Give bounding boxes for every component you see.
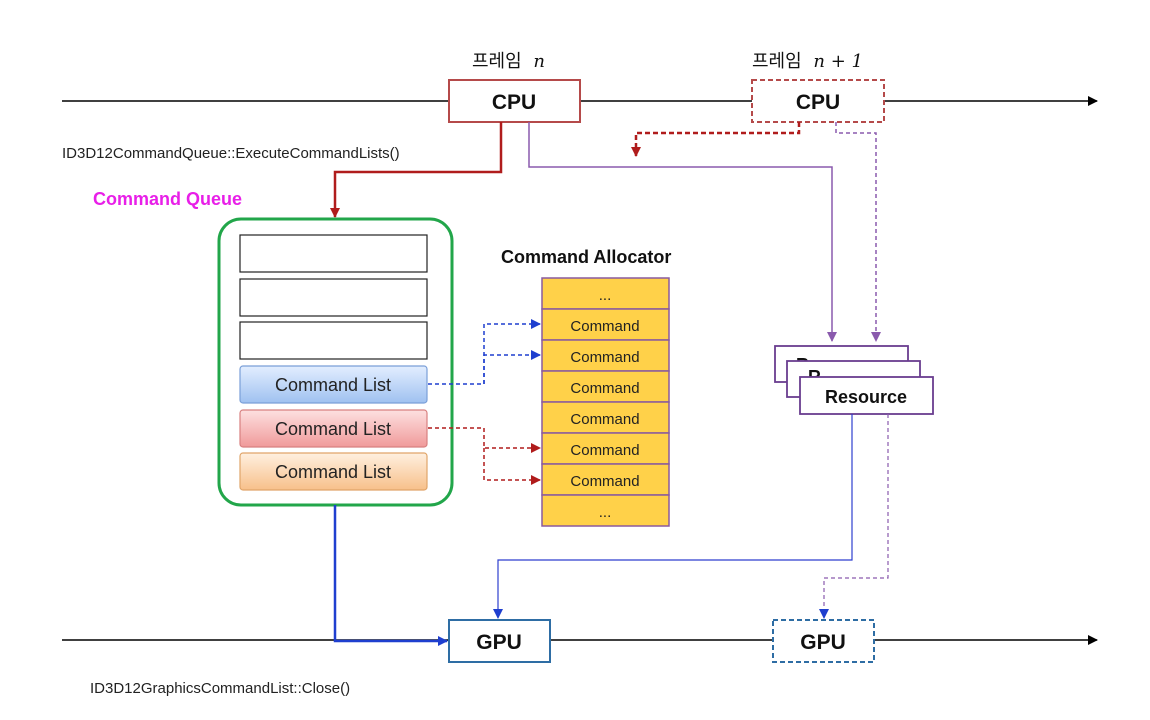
resource-to-gpu-arrow <box>493 414 853 619</box>
gpu-box-frame-n1: GPU <box>772 619 875 663</box>
svg-text:Command List: Command List <box>275 462 391 482</box>
cpu-box-frame-n: CPU <box>448 79 581 123</box>
svg-text:Resource: Resource <box>825 387 907 407</box>
allocator-cell-0: ... <box>541 277 670 310</box>
red-list-to-allocator-2 <box>483 448 541 485</box>
resource-to-gpu-n1-arrow <box>819 414 889 619</box>
svg-text:Command: Command <box>570 380 639 397</box>
svg-text:...: ... <box>599 504 612 521</box>
queue-slot-empty-2 <box>239 278 428 317</box>
allocator-cell-1: Command <box>541 308 670 341</box>
command-list-orange: Command List <box>239 452 428 491</box>
svg-text:GPU: GPU <box>800 631 846 654</box>
svg-text:Command: Command <box>570 473 639 490</box>
cpu-to-resource-arrow <box>528 122 837 342</box>
allocator-cell-6: Command <box>541 463 670 496</box>
allocator-cell-5: Command <box>541 432 670 465</box>
next-frame-execute-arrow <box>631 122 801 157</box>
allocator-cell-4: Command <box>541 401 670 434</box>
svg-text:CPU: CPU <box>492 91 536 114</box>
allocator-cell-7: ... <box>541 494 670 527</box>
red-list-to-allocator-1 <box>428 427 541 453</box>
frame-n1-label: 프레임 n + 1 <box>752 51 863 72</box>
blue-list-to-allocator-1 <box>428 319 541 385</box>
queue-to-gpu-arrow <box>333 505 448 646</box>
frame-n-label: 프레임 n <box>472 51 545 72</box>
queue-slot-empty-3 <box>239 321 428 360</box>
command-list-blue: Command List <box>239 365 428 404</box>
command-allocator-title: Command Allocator <box>501 247 671 267</box>
command-allocator: ... Command Command Command Command Comm… <box>541 277 670 527</box>
execute-arrow <box>330 122 503 218</box>
svg-text:Command: Command <box>570 349 639 366</box>
svg-text:Command List: Command List <box>275 419 391 439</box>
command-list-red: Command List <box>239 409 428 448</box>
allocator-cell-3: Command <box>541 370 670 403</box>
svg-text:Command: Command <box>570 318 639 335</box>
svg-text:...: ... <box>599 287 612 304</box>
close-call-label: ID3D12GraphicsCommandList::Close() <box>90 680 350 697</box>
svg-text:CPU: CPU <box>796 91 840 114</box>
resource-front <box>799 376 934 415</box>
allocator-cell-2: Command <box>541 339 670 372</box>
gpu-box-frame-n: GPU <box>448 619 551 663</box>
svg-text:Command: Command <box>570 411 639 428</box>
svg-text:Command List: Command List <box>275 375 391 395</box>
cpu-box-frame-n1: CPU <box>751 79 885 123</box>
resource-stack: R R Resource <box>774 345 934 415</box>
cpu-n1-to-resource-arrow <box>835 122 881 342</box>
blue-list-to-allocator-2 <box>483 350 541 384</box>
svg-text:GPU: GPU <box>476 631 522 654</box>
command-queue-title: Command Queue <box>93 189 242 209</box>
svg-text:Command: Command <box>570 442 639 459</box>
execute-command-lists-label: ID3D12CommandQueue::ExecuteCommandLists(… <box>62 145 400 162</box>
queue-slot-empty-1 <box>239 234 428 273</box>
